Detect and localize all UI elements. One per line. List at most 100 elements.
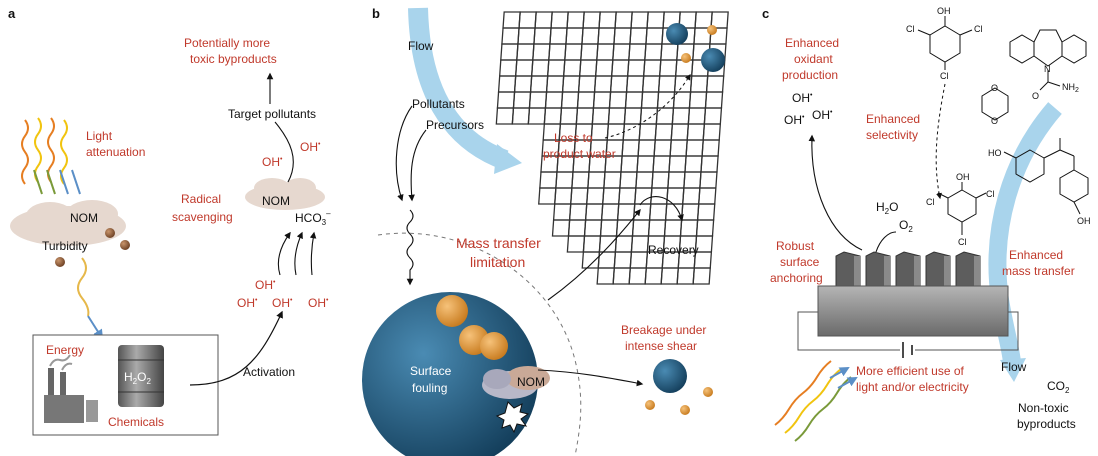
energy-label: Energy xyxy=(46,343,84,357)
mesh-cell xyxy=(628,43,647,61)
catalyst-blocks xyxy=(835,251,981,287)
panel-c: c Enhanced oxidant production OH• OH• OH… xyxy=(762,6,1091,442)
mesh-cell xyxy=(676,267,695,285)
turbidity-particle xyxy=(105,228,115,238)
oxidant-arrow xyxy=(808,134,863,251)
mesh-cell xyxy=(622,123,642,141)
mesh-cell xyxy=(670,123,690,141)
mesh-cell xyxy=(630,235,650,253)
flow-arrow-c xyxy=(988,102,1062,364)
svg-text:OH•: OH• xyxy=(255,278,276,292)
mesh-cell xyxy=(705,75,725,93)
mesh-cell xyxy=(586,187,605,205)
enhanced-mass-transfer-label: Enhanced mass transfer xyxy=(1002,248,1075,278)
mesh-cell xyxy=(625,75,645,93)
mesh-cell xyxy=(516,43,535,61)
mol-cl: Cl xyxy=(986,189,995,199)
mesh-cell xyxy=(609,75,629,93)
mesh-cell xyxy=(612,43,631,61)
recovery-label: Recovery xyxy=(648,243,699,257)
oh-radicals-top: OH• OH• xyxy=(262,140,321,169)
mesh-cell xyxy=(635,171,654,189)
robust-anchoring-label: Robust surface anchoring xyxy=(770,239,823,285)
mesh-cell xyxy=(577,75,597,93)
o2-label: O2 xyxy=(899,218,913,234)
mesh-cell xyxy=(640,91,660,109)
catalyst-block-side xyxy=(884,256,890,286)
enhanced-selectivity-label: Enhanced selectivity xyxy=(866,112,923,142)
mesh-cell xyxy=(614,11,633,29)
adsorbed-particle xyxy=(480,332,508,360)
mesh-cell xyxy=(650,187,669,205)
mesh-cell xyxy=(629,251,649,269)
pollutants-arrow xyxy=(395,105,413,202)
mesh-cell xyxy=(642,59,662,77)
panel-b-label: b xyxy=(372,6,380,21)
molecule-trichlorophenol xyxy=(917,16,973,70)
nom-label-top: NOM xyxy=(262,194,290,208)
mesh-cell xyxy=(696,203,716,221)
panel-b: b Flow Loss to product water Pollutants … xyxy=(362,6,729,456)
mesh-cell xyxy=(582,235,602,253)
turbidity-label: Turbidity xyxy=(42,239,88,253)
mesh-cell xyxy=(580,43,599,61)
catalyst-block-side xyxy=(914,256,920,286)
mesh-cell xyxy=(660,43,679,61)
mol-nh2: NH2 xyxy=(1062,82,1079,94)
fragment-orange xyxy=(645,400,655,410)
flow-label-b: Flow xyxy=(408,39,434,53)
mol-o: O xyxy=(1032,91,1039,101)
mesh-cell xyxy=(551,219,571,237)
precursors-label: Precursors xyxy=(426,118,484,132)
attenuated-light-wave xyxy=(77,257,90,317)
h2o2-barrel-label: H2O2 xyxy=(124,370,151,386)
mesh-cell xyxy=(638,123,658,141)
mesh-cell xyxy=(500,43,519,61)
mesh-cell xyxy=(581,27,600,45)
svg-text:OH•: OH• xyxy=(262,155,283,169)
turbidity-particle xyxy=(55,257,65,267)
mesh-cell xyxy=(544,91,564,109)
mol-cl: Cl xyxy=(940,71,949,81)
svg-text:OH•: OH• xyxy=(812,108,833,122)
attenuated-light-arrow xyxy=(87,315,104,340)
mesh-cell xyxy=(624,91,644,109)
mesh-cell xyxy=(513,75,533,93)
catalyst-block-side xyxy=(974,256,980,286)
mesh-cell xyxy=(618,187,637,205)
svg-text:OH•: OH• xyxy=(237,296,258,310)
mesh-cell xyxy=(629,27,648,45)
diffusion-wave xyxy=(406,209,414,286)
mesh-cell xyxy=(578,59,598,77)
mesh-cell xyxy=(598,11,617,29)
catalyst-block-side xyxy=(854,256,860,286)
mesh-cell xyxy=(614,235,634,253)
mesh-cell xyxy=(689,75,709,93)
mesh-cell xyxy=(554,187,573,205)
mesh-cell xyxy=(664,203,684,221)
mesh-cell xyxy=(639,107,659,125)
mesh-cell xyxy=(702,123,722,141)
mesh-cell xyxy=(597,27,616,45)
mesh-cell xyxy=(565,27,584,45)
o2-arrow xyxy=(875,231,897,253)
mesh-cell xyxy=(648,203,668,221)
turbidity-particle xyxy=(120,240,130,250)
adsorbed-particle xyxy=(436,295,468,327)
radical-arrows xyxy=(277,231,317,276)
loss-arrow xyxy=(604,73,691,139)
mesh-cell xyxy=(630,11,649,29)
mesh-cell xyxy=(593,75,613,93)
mesh-cell xyxy=(641,75,661,93)
mass-transfer-label: Mass transfer limitation xyxy=(456,235,545,270)
mesh-cell xyxy=(651,171,670,189)
mesh-cell xyxy=(636,155,655,173)
mesh-cell xyxy=(685,139,704,157)
molecule-bisphenol xyxy=(1003,138,1089,215)
mesh-cell xyxy=(701,139,720,157)
factory-icon xyxy=(44,354,98,423)
recovery-arrow xyxy=(547,208,641,301)
mesh-cell xyxy=(530,59,550,77)
mesh-cell xyxy=(626,59,646,77)
mesh-cell xyxy=(561,75,581,93)
